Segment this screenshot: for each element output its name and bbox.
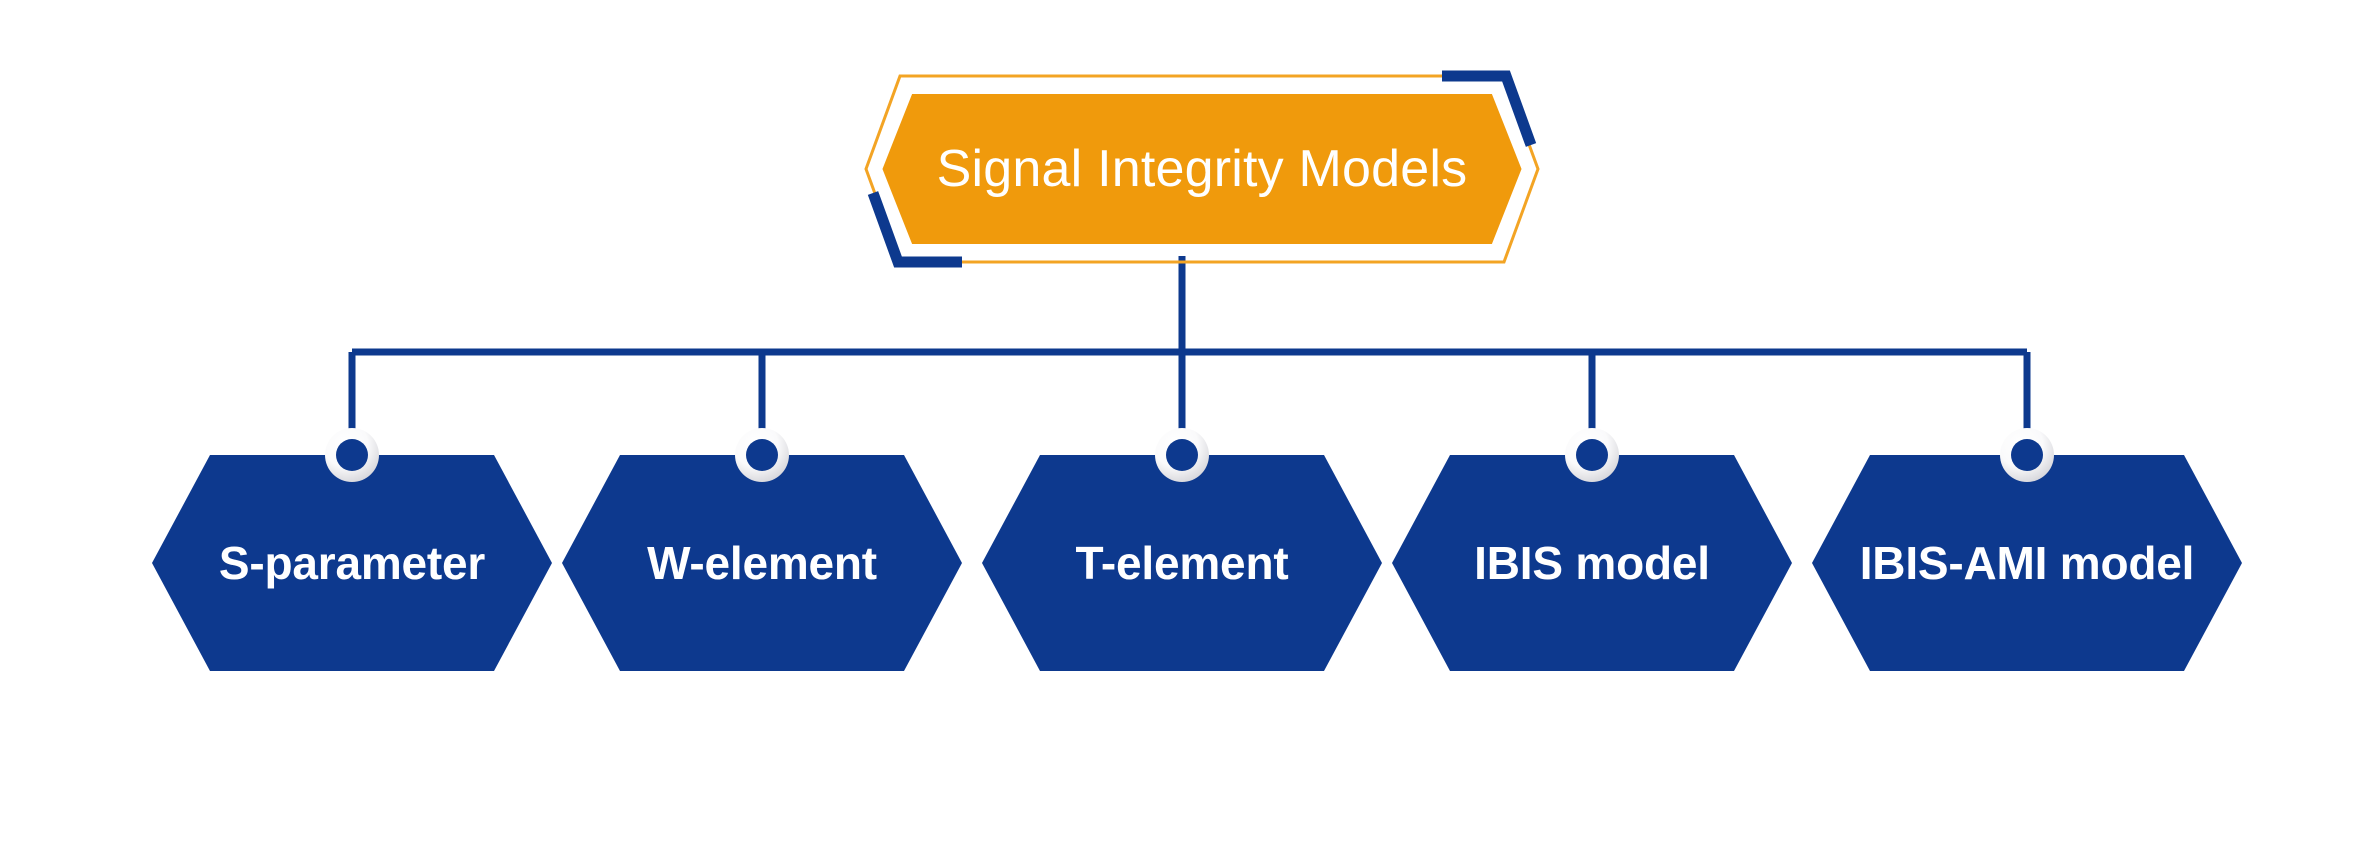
root-accent-top-right (1442, 70, 1537, 147)
node-ibis-model[interactable] (1392, 455, 1792, 671)
connector-dot-ibis-model (1565, 428, 1619, 482)
root-accent-bottom-left (867, 191, 962, 268)
connector-dot-ibis-ami-model (2000, 428, 2054, 482)
w-element-hexagon[interactable] (562, 455, 962, 671)
connector-dot-w-element (735, 428, 789, 482)
s-parameter-hexagon[interactable] (152, 455, 552, 671)
connector-lines (348, 248, 2031, 452)
child-node-group (152, 455, 2242, 671)
node-w-element[interactable] (562, 455, 962, 671)
node-t-element[interactable] (982, 455, 1382, 671)
connector-dot-t-element (1155, 428, 1209, 482)
node-s-parameter[interactable] (152, 455, 552, 671)
node-signal-integrity-models[interactable] (856, 70, 1548, 268)
node-ibis-ami-model[interactable] (1812, 455, 2242, 671)
ibis-model-hexagon[interactable] (1392, 455, 1792, 671)
connector-dot-s-parameter (325, 428, 379, 482)
root-hexagon-fill (869, 82, 1535, 256)
connector-dot-group (325, 428, 2054, 482)
ibis-ami-model-hexagon[interactable] (1812, 455, 2242, 671)
t-element-hexagon[interactable] (982, 455, 1382, 671)
